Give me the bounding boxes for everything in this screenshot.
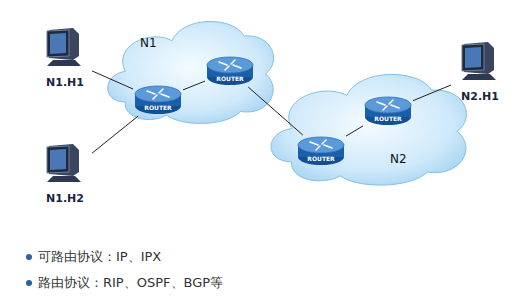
router-label: ROUTER	[205, 75, 255, 82]
network-name: N1	[140, 36, 157, 50]
router-icon	[296, 135, 346, 167]
network-name: N2	[390, 152, 407, 166]
router-node: ROUTER	[205, 55, 255, 87]
router-icon	[205, 55, 255, 87]
computer-icon	[38, 142, 88, 188]
bullet-item: 路由协议：RIP、OSPF、BGP等	[38, 274, 223, 292]
router-node: ROUTER	[363, 95, 413, 127]
router-icon	[363, 95, 413, 127]
network-link	[92, 116, 138, 153]
cloud-outline	[108, 21, 274, 123]
cloud-outline	[271, 74, 466, 185]
host-computer: N2.H1	[451, 40, 509, 106]
network-cloud: N1ROUTER ROUTER	[100, 10, 280, 128]
bullet-text: 可路由协议：IP、IPX	[38, 249, 161, 264]
router-label: ROUTER	[133, 104, 183, 111]
router-label: ROUTER	[363, 115, 413, 122]
network-link	[92, 71, 133, 89]
network-link	[248, 87, 303, 135]
host-computer: N1.H2	[38, 142, 92, 208]
computer-icon	[451, 40, 505, 86]
bullet-item: 可路由协议：IP、IPX	[38, 248, 161, 266]
router-node: ROUTER	[133, 84, 183, 116]
computer-icon	[38, 26, 88, 72]
router-node: ROUTER	[296, 135, 346, 167]
network-link	[346, 126, 363, 136]
bullet-dot	[26, 280, 32, 286]
host-name: N1.H2	[38, 192, 92, 205]
host-name: N1.H1	[38, 76, 92, 89]
bullet-dot	[26, 254, 32, 260]
host-computer: N1.H1	[38, 26, 92, 92]
host-name: N2.H1	[451, 90, 509, 103]
network-link	[183, 81, 205, 90]
router-label: ROUTER	[296, 155, 346, 162]
router-icon	[133, 84, 183, 116]
network-cloud: N2 ROUTER ROUTER	[262, 62, 474, 190]
bullet-text: 路由协议：RIP、OSPF、BGP等	[38, 275, 223, 290]
network-link	[413, 85, 451, 101]
cloud-shape	[262, 62, 474, 190]
